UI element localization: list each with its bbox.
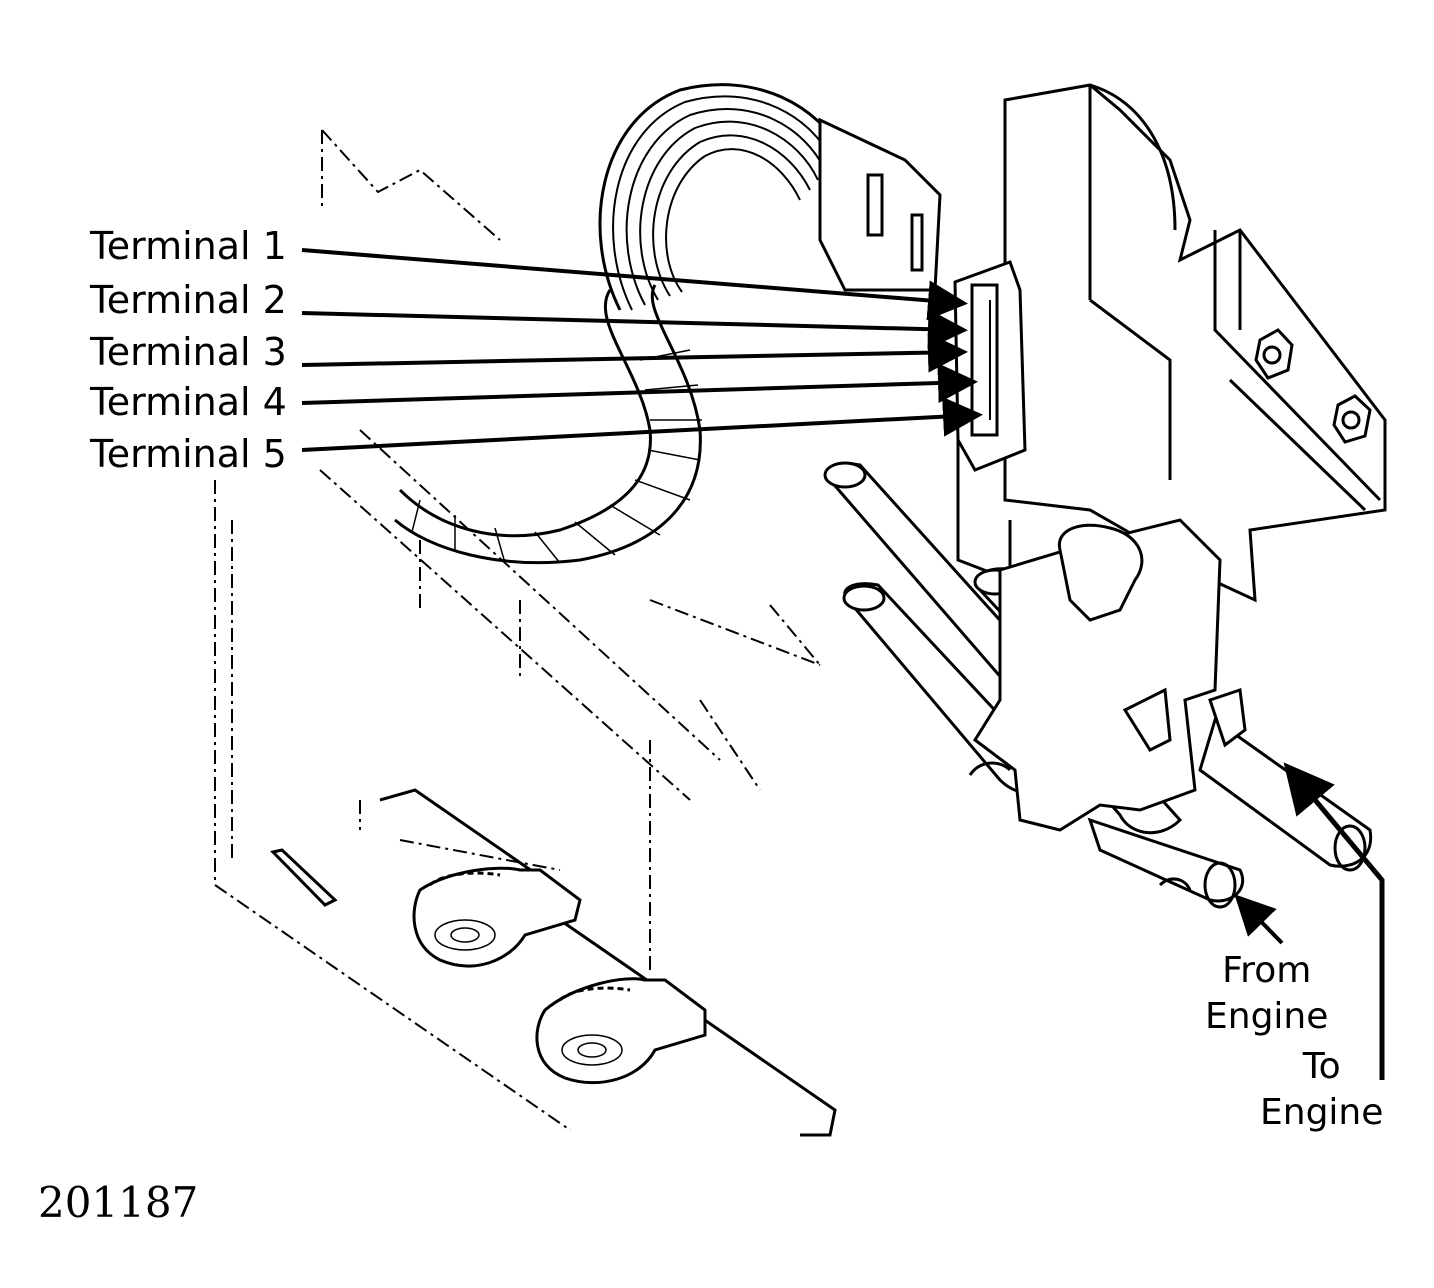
terminal-5-leader [301, 396, 983, 452]
terminal-3-label: Terminal 3 [90, 330, 287, 374]
to-engine-arrow [1283, 762, 1385, 1080]
terminal-4-leader [301, 363, 978, 405]
harness-connector [818, 117, 942, 292]
terminal-2-leader [301, 309, 968, 350]
control-module [953, 83, 1387, 603]
mounting-bracket [270, 788, 837, 1137]
to-engine-label: To Engine [1260, 1046, 1384, 1133]
from-engine-arrow [1234, 894, 1284, 945]
coolant-valve [823, 461, 1373, 909]
terminal-4-label: Terminal 4 [90, 380, 287, 424]
flow-arrows [1234, 762, 1385, 1080]
terminal-3-leader [301, 332, 968, 373]
wiring-harness [598, 83, 842, 311]
terminal-1-label: Terminal 1 [90, 224, 287, 268]
terminal-leaders [301, 248, 983, 452]
terminal-5-label: Terminal 5 [90, 432, 287, 476]
corrugated-loom [394, 284, 702, 565]
mounting-tab-lower [535, 977, 707, 1085]
mounting-tab-upper [412, 866, 582, 968]
terminal-2-label: Terminal 2 [90, 278, 287, 322]
body-panel-outline [214, 129, 821, 1131]
terminal-1-leader [301, 248, 968, 321]
figure-number: 201187 [38, 1178, 199, 1227]
from-engine-label: From Engine [1205, 950, 1329, 1037]
